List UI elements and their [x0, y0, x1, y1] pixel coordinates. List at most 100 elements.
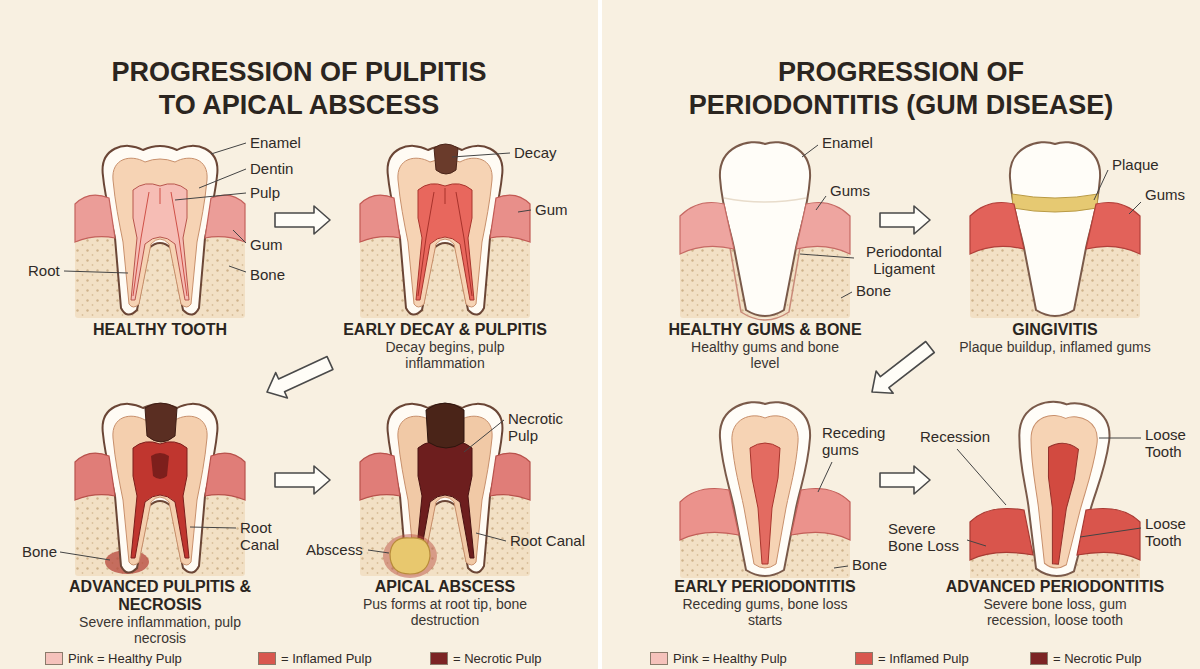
necrosis-tooth-figure: [75, 403, 245, 576]
legend-item: = Inflamed Pulp: [258, 651, 372, 666]
leader-lines-part: [476, 533, 506, 541]
stage-arrow: [275, 466, 330, 494]
healthy-tooth-figure-part: [205, 195, 245, 242]
leader-lines-part: [464, 420, 504, 452]
advanced-periodontitis-figure-part: [970, 509, 1033, 561]
healthy-gums-figure-part: [724, 198, 806, 202]
leader-lines-part: [64, 271, 128, 273]
necrosis-tooth-figure-part: [75, 453, 115, 500]
panel-title: PROGRESSION OF PULPITIS TO APICAL ABSCES…: [19, 56, 579, 122]
leader-lines-part: [518, 210, 531, 212]
label-holder: Pulp: [250, 184, 280, 201]
part-label: Enamel: [250, 134, 301, 151]
healthy-tooth-figure-part: [113, 158, 207, 307]
part-label: Abscess: [306, 541, 363, 558]
part-label: Pulp: [250, 184, 280, 201]
panel-band: PROGRESSION OF PERIODONTITIS (GUM DISEAS…: [602, 0, 1200, 669]
part-label: Dentin: [250, 160, 293, 177]
leader-lines-part: [1099, 438, 1141, 439]
leader-lines-part: [841, 292, 852, 298]
advanced-periodontitis-figure-part: [1077, 509, 1140, 561]
legend-text: = Necrotic Pulp: [453, 651, 542, 666]
label-holder: Gum: [535, 201, 568, 218]
healthy-gums-figure-part: [720, 142, 810, 316]
stage-heading: ADVANCED PULPITIS & NECROSIS: [65, 578, 255, 614]
pulpitis-tooth-figure-part: [434, 144, 458, 174]
necrosis-tooth-figure-part: [151, 453, 169, 479]
healthy-tooth-figure-part: [103, 146, 218, 315]
part-label: Periodontal Ligament: [858, 243, 950, 277]
label-holder: Dentin: [250, 160, 293, 177]
abscess-tooth-figure: [360, 403, 530, 578]
early-periodontitis-figure-part: [680, 489, 739, 541]
label-holder: Severe Bone Loss: [888, 520, 964, 554]
healthy-tooth-figure-part: [133, 188, 187, 296]
leader-lines-part: [1080, 528, 1141, 537]
legend-text: Pink = Healthy Pulp: [68, 651, 182, 666]
pulpitis-tooth-figure-part: [360, 195, 400, 242]
necrosis-tooth-figure-part: [131, 442, 189, 558]
necrosis-tooth-figure-part: [205, 453, 245, 500]
label-holder: Periodontal Ligament: [858, 243, 950, 277]
part-label: Gum: [250, 236, 283, 253]
leader-lines-part: [802, 145, 818, 157]
leader-lines-part: [800, 254, 854, 258]
label-holder: Gums: [1145, 186, 1185, 203]
leader-lines-part: [816, 196, 826, 210]
part-label: Root Canal: [510, 532, 585, 549]
legend-swatch: [258, 652, 276, 665]
stage-heading: GINGIVITIS: [931, 321, 1179, 339]
stage-group: ADVANCED PERIODONTITISSevere bone loss, …: [930, 392, 1180, 628]
leader-lines-part: [1094, 170, 1108, 200]
legend-item: = Necrotic Pulp: [430, 651, 542, 666]
panel-band: PROGRESSION OF PULPITIS TO APICAL ABSCES…: [0, 0, 598, 669]
healthy-gums-figure-part: [680, 203, 734, 255]
gingivitis-figure-part: [970, 203, 1024, 255]
legend-item: = Necrotic Pulp: [1030, 651, 1142, 666]
gingivitis-figure-part: [1010, 142, 1100, 316]
label-holder: Enamel: [250, 134, 301, 151]
stage-arrow: [267, 357, 333, 398]
abscess-tooth-figure-part: [390, 538, 430, 574]
part-label: Decay: [514, 144, 557, 161]
stage-heading: ADVANCED PERIODONTITIS: [931, 578, 1179, 596]
part-label: Root: [28, 262, 60, 279]
legend-text: = Necrotic Pulp: [1053, 651, 1142, 666]
stage-description: Receding gums, bone loss starts: [665, 596, 865, 628]
part-label: Necrotic Pulp: [508, 410, 580, 444]
stage-heading: EARLY DECAY & PULPITIS: [331, 321, 559, 339]
leader-lines-part: [211, 143, 246, 154]
part-label: Bone: [852, 556, 887, 573]
part-label: Loose Tooth: [1145, 426, 1197, 460]
legend-swatch: [430, 652, 448, 665]
leader-lines-part: [834, 566, 848, 568]
label-holder: Bone: [250, 266, 285, 283]
part-label: Bone: [856, 282, 891, 299]
legend-text: = Inflamed Pulp: [281, 651, 372, 666]
pulpitis-tooth-figure-part: [490, 195, 530, 242]
stage-group: HEALTHY TOOTH: [45, 132, 275, 339]
advanced-periodontitis-figure-part-part: [1040, 442, 1078, 565]
label-holder: Loose Tooth: [1145, 426, 1197, 460]
healthy-tooth-figure: [75, 146, 245, 318]
legend-swatch: [1030, 652, 1048, 665]
label-holder: Bone: [852, 556, 887, 573]
label-holder: Bone: [22, 543, 57, 560]
part-label: Root Canal: [240, 519, 290, 553]
stage-heading: HEALTHY TOOTH: [50, 321, 270, 339]
healthy-gums-figure: [680, 142, 850, 320]
label-holder: Root: [28, 262, 60, 279]
healthy-tooth-figure-part: [75, 195, 115, 242]
abscess-tooth-figure-part: [490, 453, 530, 500]
legend-item: Pink = Healthy Pulp: [650, 651, 787, 666]
early-periodontitis-figure-part: [791, 489, 850, 541]
pulpitis-tooth-figure-part: [398, 158, 492, 307]
healthy-tooth-figure-part: [131, 184, 189, 300]
leader-lines-part: [60, 552, 110, 560]
leader-lines-part: [199, 169, 246, 188]
pulpitis-tooth-figure: [360, 144, 530, 318]
stage-description: Severe bone loss, gum recession, loose t…: [955, 596, 1155, 628]
leader-lines-part: [818, 462, 832, 492]
leader-lines-part: [229, 266, 246, 272]
